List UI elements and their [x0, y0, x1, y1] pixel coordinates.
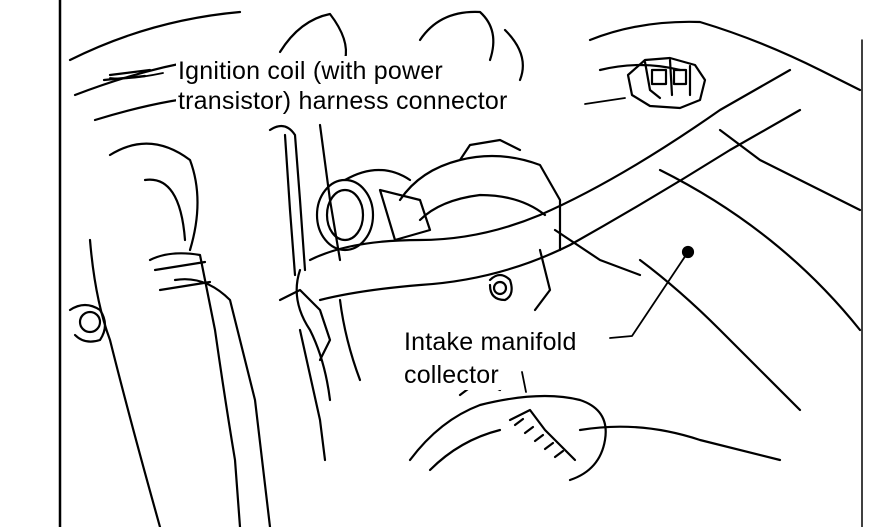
- left-hoses: [68, 142, 272, 527]
- intake-manifold-collector-label-line2: collector: [402, 360, 501, 390]
- ignition-coil-connector-label-line1: Ignition coil (with power: [176, 56, 445, 86]
- air-duct-hose: [295, 68, 802, 402]
- harness-connector-component: [626, 56, 707, 110]
- intake-manifold: [578, 128, 862, 462]
- leader-lines: [109, 72, 689, 393]
- throttle-body: [315, 169, 412, 252]
- vacuum-lines: [268, 123, 342, 462]
- frame-lines: [58, 0, 863, 527]
- central-valve-assembly: [378, 138, 642, 312]
- lower-harness: [408, 378, 607, 482]
- background-components: [68, 10, 862, 122]
- ignition-coil-connector-label-line2: transistor) harness connector: [176, 86, 510, 116]
- intake-manifold-collector-label-line1: Intake manifold: [402, 327, 579, 357]
